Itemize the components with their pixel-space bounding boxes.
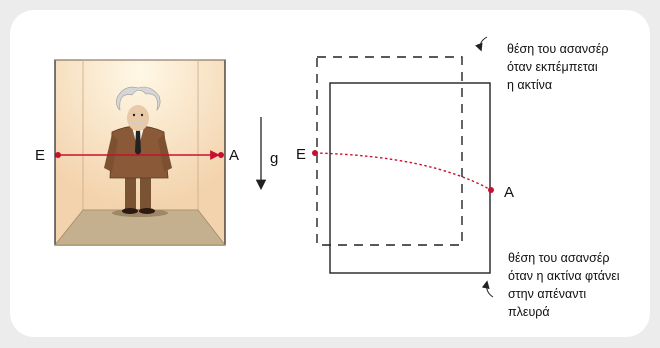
light-ray-curved-path	[315, 153, 491, 190]
caption-bottom-line-4: πλευρά	[508, 305, 550, 319]
absorber-label-right: A	[504, 184, 514, 201]
emitter-point-right	[312, 150, 318, 156]
absorber-point	[218, 152, 224, 158]
absorber-label-left: A	[229, 147, 239, 164]
emitter-label-left: E	[35, 147, 45, 164]
caption-top-line-2: όταν εκπέμπεται	[507, 60, 598, 74]
caption-top-line-3: η ακτίνα	[507, 78, 552, 92]
pointer-arrow-top	[480, 37, 487, 50]
gravity-label: g	[270, 150, 278, 167]
emitter-label-right: E	[296, 146, 306, 163]
caption-bottom-line-3: στην απέναντι	[508, 287, 586, 301]
caption-bottom-line-2: όταν η ακτίνα φτάνει	[508, 269, 620, 283]
pointer-arrow-bottom	[487, 282, 493, 297]
caption-bottom-line-1: θέση του ασανσέρ	[508, 251, 610, 265]
emitter-point	[55, 152, 61, 158]
caption-top-line-1: θέση του ασανσέρ	[507, 42, 609, 56]
absorber-point-right	[488, 187, 494, 193]
elevator-position-emission	[317, 57, 462, 245]
